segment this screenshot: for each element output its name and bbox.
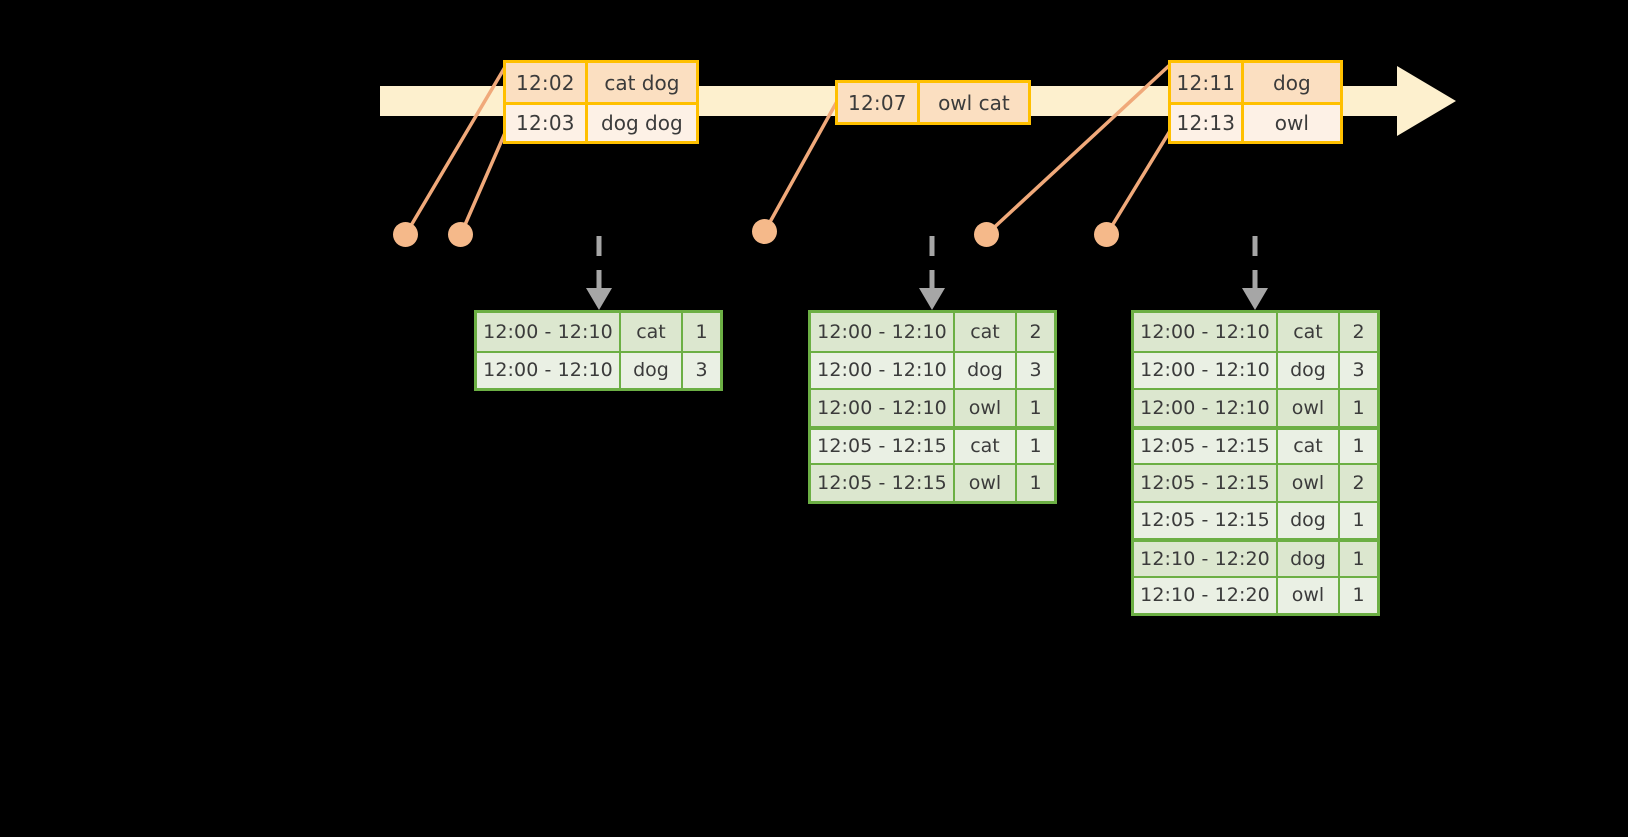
window-cell: 12:10 - 12:20: [1134, 577, 1278, 613]
count-cell: 1: [1352, 547, 1365, 570]
count-cell: 3: [1352, 359, 1365, 382]
count-cell: 1: [1352, 584, 1365, 607]
event-box-1[interactable]: 12:02 cat dog 12:03 dog dog: [503, 60, 699, 144]
emit-arrowheads: [586, 288, 1268, 310]
count-cell: 3: [695, 359, 708, 382]
count-cell: 1: [1029, 396, 1042, 419]
count-cell: 1: [695, 320, 708, 343]
key-cell: owl: [955, 390, 1017, 426]
window-cell: 12:00 - 12:10: [477, 352, 621, 388]
window-cell: 12:00 - 12:10: [1134, 313, 1278, 351]
event-time: 12:07: [838, 83, 920, 122]
window-cell: 12:05 - 12:15: [811, 429, 955, 463]
key-cell: dog: [955, 352, 1017, 388]
key-cell: cat: [955, 429, 1017, 463]
event-row[interactable]: 12:13 owl: [1171, 102, 1340, 141]
window-cell: 12:05 - 12:15: [811, 465, 955, 501]
event-time: 12:03: [506, 105, 588, 141]
window-cell: 12:10 - 12:20: [1134, 542, 1278, 576]
key-cell: dog: [1278, 352, 1340, 388]
event-words: owl: [1274, 111, 1309, 135]
key-cell: dog: [621, 352, 683, 388]
window-cell: 12:00 - 12:10: [1134, 352, 1278, 388]
event-dot-4[interactable]: [974, 222, 999, 247]
key-cell: owl: [1278, 390, 1340, 426]
emit-arrows: [596, 236, 1258, 288]
event-words: owl cat: [938, 90, 1010, 115]
count-cell: 2: [1352, 320, 1365, 343]
count-cell: 2: [1029, 320, 1042, 343]
event-dot-1[interactable]: [393, 222, 418, 247]
key-cell: owl: [1278, 577, 1340, 613]
event-words: dog: [1273, 70, 1311, 95]
event-row[interactable]: 12:03 dog dog: [506, 102, 696, 141]
event-time: 12:13: [1171, 105, 1244, 141]
event-box-2[interactable]: 12:07 owl cat: [835, 80, 1031, 125]
key-cell: cat: [955, 313, 1017, 351]
window-cell: 12:05 - 12:15: [1134, 429, 1278, 463]
window-cell: 12:00 - 12:10: [477, 313, 621, 351]
count-cell: 3: [1029, 359, 1042, 382]
key-cell: cat: [621, 313, 683, 351]
window-cell: 12:00 - 12:10: [1134, 390, 1278, 426]
event-dot-3[interactable]: [752, 219, 777, 244]
key-cell: cat: [1278, 429, 1340, 463]
key-cell: dog: [1278, 502, 1340, 538]
event-time: 12:11: [1171, 63, 1244, 102]
key-cell: owl: [955, 465, 1017, 501]
count-cell: 1: [1029, 471, 1042, 494]
event-row[interactable]: 12:11 dog: [1171, 63, 1340, 102]
key-cell: cat: [1278, 313, 1340, 351]
count-cell: 1: [1352, 396, 1365, 419]
window-cell: 12:00 - 12:10: [811, 352, 955, 388]
event-connector-lines: [404, 60, 1175, 236]
count-cell: 1: [1029, 435, 1042, 458]
event-words: dog dog: [601, 111, 683, 135]
event-dot-5[interactable]: [1094, 222, 1119, 247]
event-time: 12:02: [506, 63, 588, 102]
window-cell: 12:05 - 12:15: [1134, 502, 1278, 538]
count-cell: 1: [1352, 435, 1365, 458]
event-row[interactable]: 12:07 owl cat: [838, 83, 1028, 122]
window-cell: 12:05 - 12:15: [1134, 465, 1278, 501]
count-cell: 1: [1352, 509, 1365, 532]
event-row[interactable]: 12:02 cat dog: [506, 63, 696, 102]
key-cell: dog: [1278, 542, 1340, 576]
window-cell: 12:00 - 12:10: [811, 313, 955, 351]
event-dot-2[interactable]: [448, 222, 473, 247]
event-box-3[interactable]: 12:11 dog 12:13 owl: [1168, 60, 1343, 144]
window-cell: 12:00 - 12:10: [811, 390, 955, 426]
event-words: cat dog: [604, 70, 680, 95]
count-cell: 2: [1352, 471, 1365, 494]
key-cell: owl: [1278, 465, 1340, 501]
